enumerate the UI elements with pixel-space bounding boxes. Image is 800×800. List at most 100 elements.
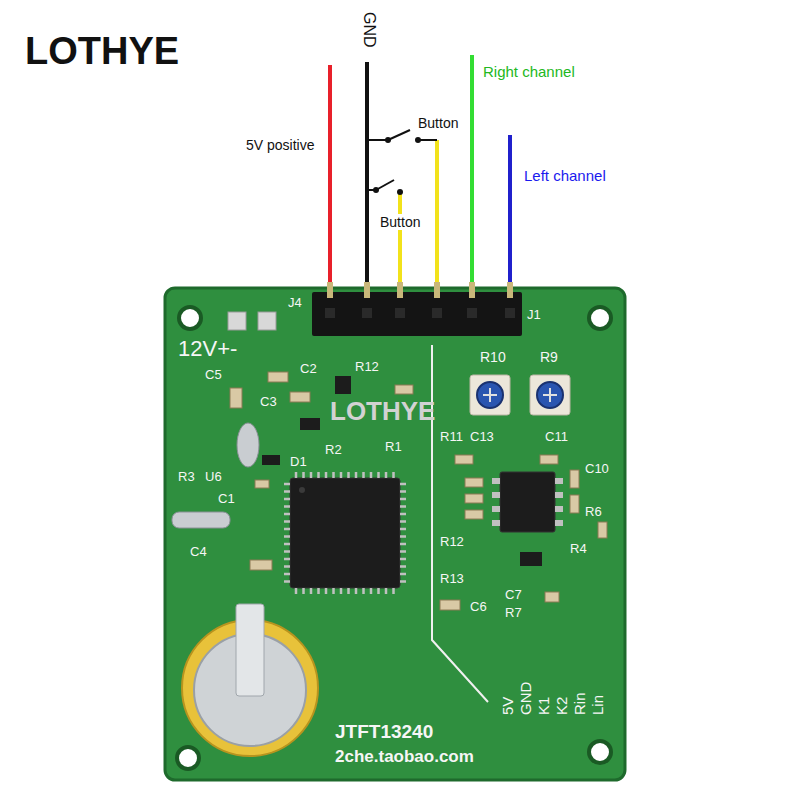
crystal	[172, 512, 230, 528]
chip-pin	[392, 472, 395, 478]
chip-pin	[400, 558, 406, 561]
switch-label: Button	[418, 116, 458, 130]
smd-part	[290, 392, 310, 402]
chip-pin	[400, 498, 406, 501]
header-socket	[467, 308, 477, 318]
chip-pin	[492, 492, 500, 498]
switch-wire	[367, 139, 388, 141]
smd-part	[465, 510, 483, 519]
smd-part	[570, 470, 579, 488]
smd-part	[250, 560, 272, 570]
yellow-wire	[398, 192, 402, 288]
chip-pin	[370, 588, 373, 594]
mcu-chip	[290, 478, 400, 588]
chip-pin	[325, 588, 328, 594]
trimmer-dial	[537, 382, 563, 408]
chip-pin	[400, 565, 406, 568]
chip-pin	[362, 588, 365, 594]
chip-pin	[400, 573, 406, 576]
part-name: R9	[540, 350, 558, 364]
chip-pin	[332, 472, 335, 478]
gnd-wire	[365, 62, 369, 288]
part-name: C1	[218, 492, 235, 505]
chip-pin	[295, 588, 298, 594]
header-pin	[507, 282, 513, 298]
chip-pin	[332, 588, 335, 594]
board-model: JTFT13240	[335, 722, 433, 741]
chip-pin	[284, 498, 290, 501]
part-name: R6	[585, 505, 602, 518]
transistor	[300, 418, 320, 430]
battery-tab	[236, 604, 264, 696]
switch-contact	[397, 189, 403, 195]
chip-pin	[400, 580, 406, 583]
header-socket	[505, 308, 515, 318]
trimmer-dial	[477, 382, 503, 408]
header-pin	[434, 282, 440, 298]
smd-part	[545, 592, 559, 602]
chip-pin	[302, 472, 305, 478]
part-name: U6	[205, 470, 222, 483]
chip-pin	[400, 513, 406, 516]
part-name: R12	[355, 360, 379, 373]
mounting-hole	[589, 307, 611, 329]
chip-pin	[310, 472, 313, 478]
chip-pin	[284, 543, 290, 546]
part-name: C11	[545, 430, 568, 443]
chip-pin	[392, 588, 395, 594]
chip-pin	[325, 472, 328, 478]
trimmer-slot	[543, 388, 557, 402]
chip-pin	[284, 550, 290, 553]
red-wire	[328, 65, 332, 288]
blue-wire	[508, 135, 512, 288]
chip-pin	[340, 472, 343, 478]
smd-part	[230, 388, 242, 408]
chip-pin	[400, 528, 406, 531]
wire-name: GND	[361, 12, 377, 48]
transistor	[335, 376, 351, 394]
chip-pin	[492, 506, 500, 512]
part-name: R13	[440, 572, 464, 585]
part-name: R12	[440, 535, 464, 548]
power-label: 12V+-	[178, 338, 237, 360]
pin-name: K1	[536, 697, 551, 715]
amp-chip	[500, 472, 555, 532]
chip-pin	[284, 535, 290, 538]
wire-name: 5V positive	[246, 138, 314, 152]
chip-pin	[284, 580, 290, 583]
trimmer-pot	[470, 375, 510, 415]
switch-wire	[418, 139, 437, 141]
chip-pin	[347, 472, 350, 478]
smd-part	[598, 522, 607, 538]
part-name: R7	[505, 606, 522, 619]
part-name: R3	[178, 470, 195, 483]
wire-name: Right channel	[483, 64, 575, 79]
part-name: R1	[385, 440, 402, 453]
chip-pin	[355, 472, 358, 478]
smd-part	[455, 455, 473, 464]
chip-pin	[400, 520, 406, 523]
pin-name: Lin	[590, 695, 605, 715]
mounting-hole	[177, 747, 199, 769]
connector-name: J4	[288, 296, 302, 309]
capacitor	[237, 423, 259, 467]
part-name: R11	[440, 430, 463, 443]
chip-pin	[310, 588, 313, 594]
part-name: R4	[570, 542, 587, 555]
switch-label: Button	[378, 214, 422, 230]
power-pad	[258, 312, 276, 330]
chip-pin	[555, 492, 563, 498]
part-name: C5	[205, 368, 222, 381]
part-name: R2	[325, 443, 342, 456]
smd-part	[570, 495, 579, 513]
mounting-hole	[179, 307, 201, 329]
header-pin	[364, 282, 370, 298]
chip-pin	[284, 513, 290, 516]
connector-name: J1	[527, 308, 541, 321]
mounting-hole	[589, 741, 611, 763]
chip-pin	[362, 472, 365, 478]
chip-pin	[377, 588, 380, 594]
chip-pin	[284, 483, 290, 486]
pin-name: K2	[554, 697, 569, 715]
